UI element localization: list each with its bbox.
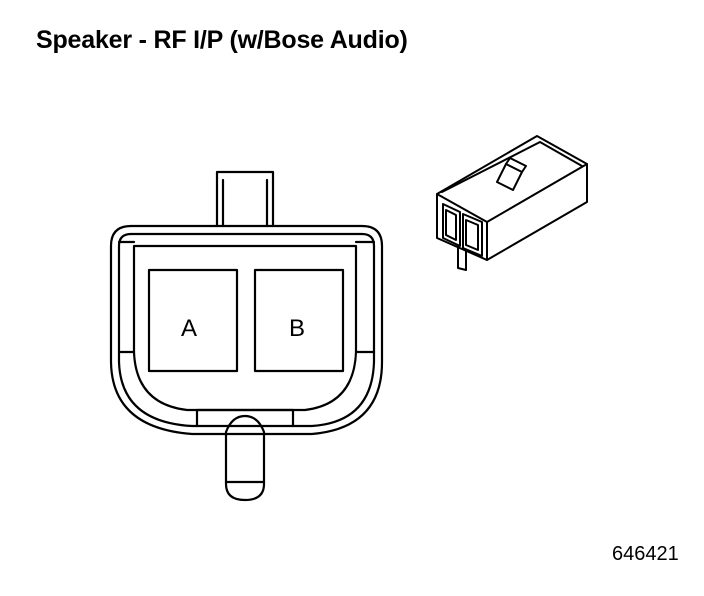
diagram-title: Speaker - RF I/P (w/Bose Audio) xyxy=(36,26,408,54)
connector-housing-inner xyxy=(117,232,376,428)
pin-cavity-a xyxy=(147,268,239,373)
pin-label-b: B xyxy=(289,315,305,342)
figure-number: 646421 xyxy=(612,543,679,565)
connector-face-view: A B xyxy=(109,170,384,502)
connector-latch xyxy=(496,163,523,191)
connector-housing-outer xyxy=(109,224,384,436)
pin-label-a: A xyxy=(181,315,197,342)
connector-iso-view xyxy=(436,135,588,271)
connector-recess xyxy=(132,244,358,412)
connector-key xyxy=(195,408,295,428)
connector-stem xyxy=(224,414,266,502)
connector-top-tab xyxy=(215,170,275,228)
pin-cavity-b xyxy=(253,268,345,373)
